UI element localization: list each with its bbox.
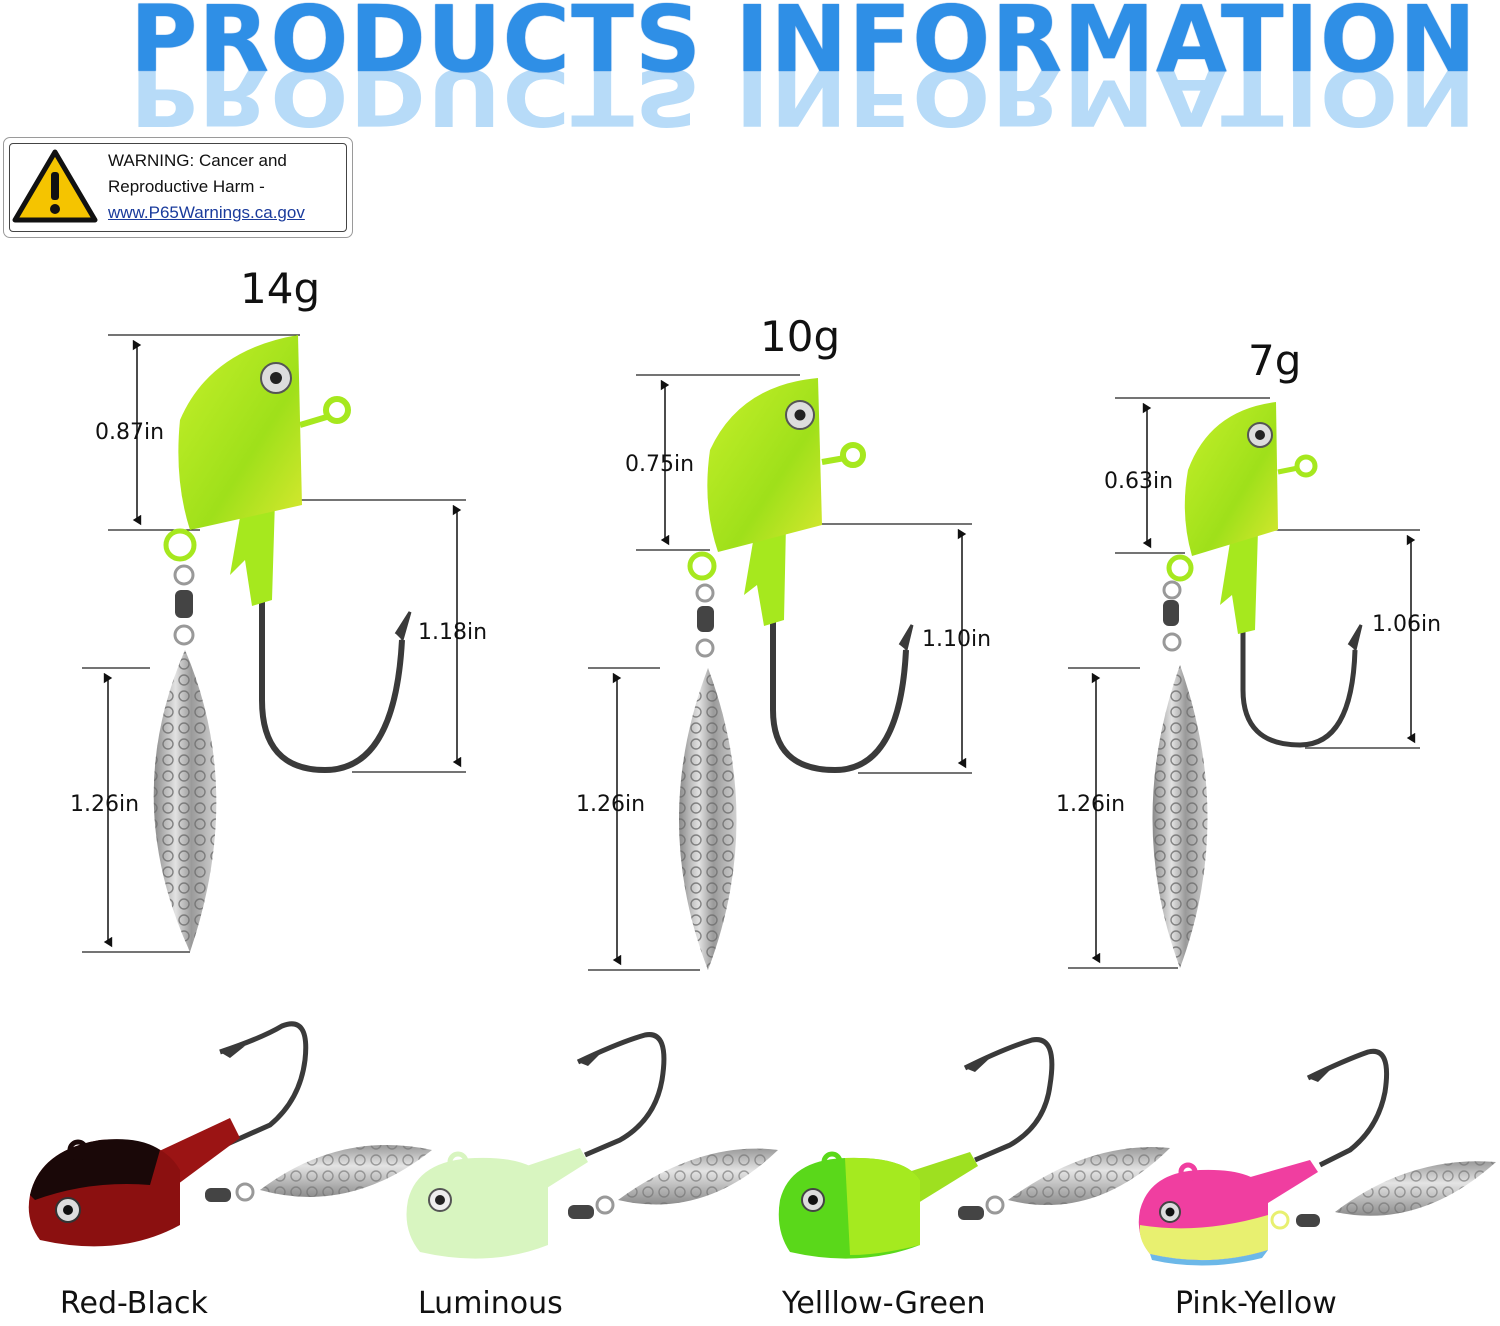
head-height-10g: 0.75in bbox=[625, 452, 695, 477]
color-label-red-black: Red-Black bbox=[60, 1286, 208, 1321]
hook-length-7g: 1.06in bbox=[1372, 612, 1442, 637]
weight-label-10g: 10g bbox=[760, 312, 841, 361]
warning-border bbox=[9, 143, 347, 232]
head-height-7g: 0.63in bbox=[1104, 469, 1174, 494]
prop65-warning-label: WARNING: Cancer and Reproductive Harm - … bbox=[3, 137, 353, 238]
blade-length-7g: 1.26in bbox=[1056, 792, 1126, 817]
blade-length-10g: 1.26in bbox=[576, 792, 646, 817]
weight-label-14g: 14g bbox=[240, 264, 321, 313]
warning-link[interactable]: www.P65Warnings.ca.gov bbox=[108, 203, 305, 222]
head-height-14g: 0.87in bbox=[95, 420, 165, 445]
blade-length-14g: 1.26in bbox=[70, 792, 140, 817]
warning-text: WARNING: Cancer and Reproductive Harm - … bbox=[108, 148, 305, 226]
warning-line-2: Reproductive Harm - bbox=[108, 177, 265, 196]
weight-label-7g: 7g bbox=[1248, 336, 1302, 385]
lure-7g bbox=[1068, 397, 1420, 969]
lure-14g bbox=[82, 334, 466, 953]
color-label-luminous: Luminous bbox=[418, 1286, 563, 1321]
title-banner: PRODUCTS INFORMATION PRODUCTS INFORMATIO… bbox=[0, 0, 1500, 142]
warning-triangle-icon bbox=[12, 149, 98, 223]
lure-yellow-green bbox=[778, 1037, 1170, 1259]
lure-10g bbox=[588, 374, 972, 971]
hook-length-14g: 1.18in bbox=[418, 620, 488, 645]
color-label-pink-yellow: Pink-Yellow bbox=[1175, 1286, 1337, 1321]
page-title: PRODUCTS INFORMATION bbox=[130, 0, 1478, 93]
hook-length-10g: 1.10in bbox=[922, 627, 992, 652]
color-label-yellow-green: Yelllow-Green bbox=[782, 1286, 986, 1321]
lure-pink-yellow bbox=[1138, 1048, 1496, 1266]
lure-red-black bbox=[28, 1021, 432, 1247]
warning-line-1: WARNING: Cancer and bbox=[108, 151, 287, 170]
lure-luminous bbox=[406, 1032, 778, 1259]
